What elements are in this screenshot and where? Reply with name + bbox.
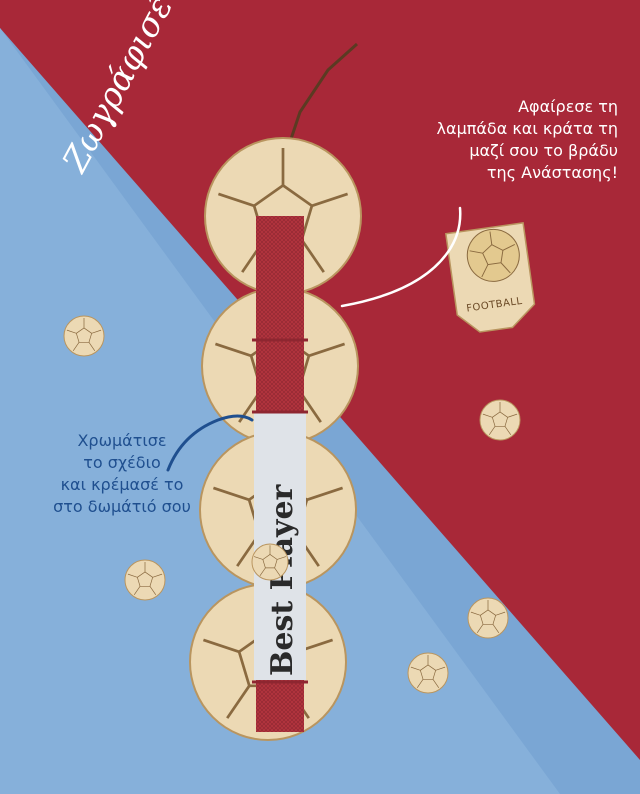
hanging-cord xyxy=(286,42,359,149)
small-ball-5 xyxy=(467,597,509,639)
caption-right: Αφαίρεσε τη λαμπάδα και κράτα τη μαζί σο… xyxy=(436,97,618,182)
chalk-line-right xyxy=(340,206,462,308)
small-ball-4 xyxy=(251,543,289,581)
chalk-line-left xyxy=(166,414,254,472)
small-ball-2 xyxy=(479,399,521,441)
small-ball-3 xyxy=(124,559,166,601)
football-tag: FOOTBALL xyxy=(444,222,536,333)
small-ball-6 xyxy=(407,652,449,694)
caption-left: Χρωμάτισε το σχέδιο και κρέμασέ το στο δ… xyxy=(53,431,191,516)
small-ball-1 xyxy=(63,315,105,357)
